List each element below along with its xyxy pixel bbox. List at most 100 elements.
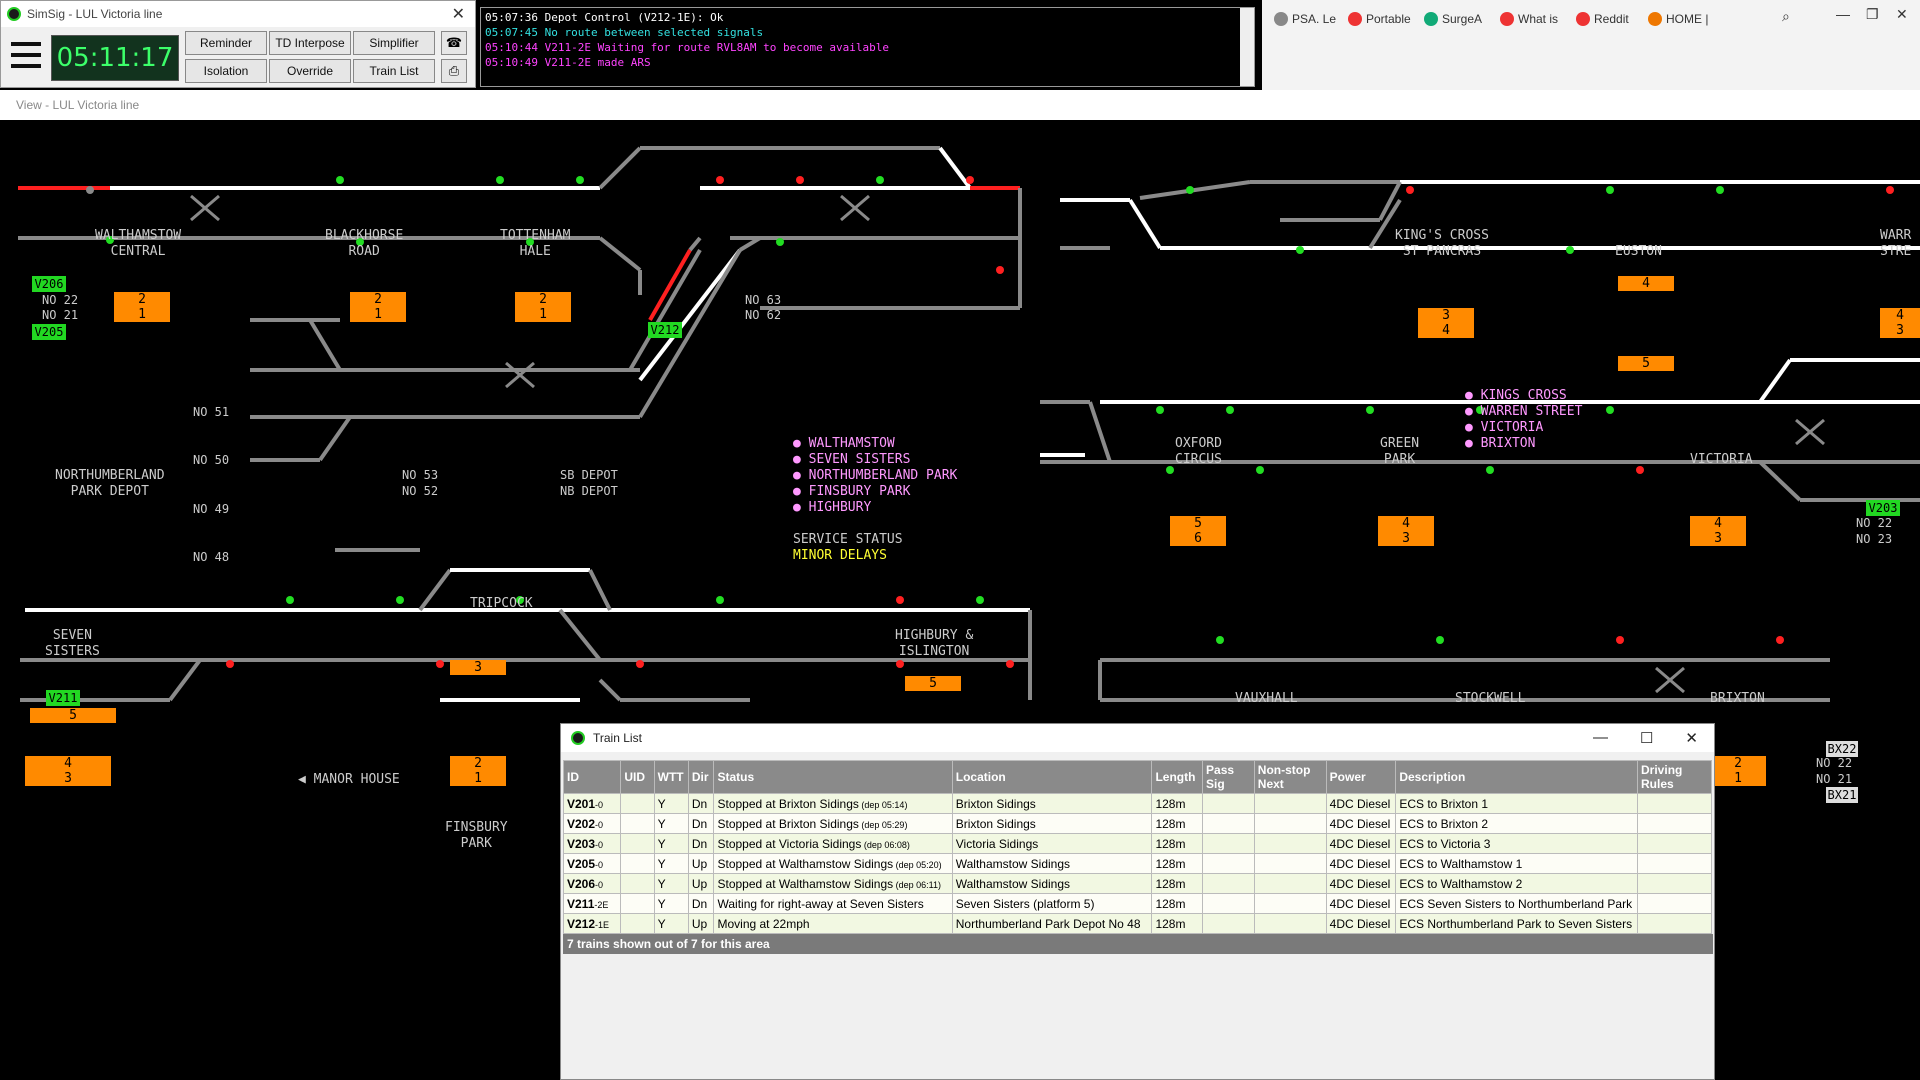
column-header[interactable]: Non-stop Next [1253, 760, 1327, 794]
close-icon[interactable]: ✕ [1685, 730, 1698, 747]
browser-tab[interactable]: What is [1500, 8, 1558, 30]
track-segment[interactable] [738, 236, 762, 252]
signal-icon[interactable] [1636, 466, 1644, 474]
signal-icon[interactable] [1486, 466, 1494, 474]
signal-icon[interactable] [106, 236, 114, 244]
hamburger-menu-button[interactable] [7, 35, 45, 79]
browser-tab[interactable]: PSA. Le [1274, 8, 1336, 30]
track-diagram[interactable] [0, 120, 1920, 1080]
points-cross[interactable] [190, 194, 220, 222]
column-header[interactable]: WTT [653, 760, 689, 794]
signal-icon[interactable] [576, 176, 584, 184]
signal-icon[interactable] [966, 176, 974, 184]
close-icon[interactable]: ✕ [451, 6, 465, 23]
signal-icon[interactable] [1716, 186, 1724, 194]
isolation-button[interactable]: Isolation [185, 59, 267, 83]
track-segment[interactable] [688, 236, 702, 252]
signal-icon[interactable] [286, 596, 294, 604]
restore-icon[interactable]: ❐ [1866, 6, 1879, 22]
signal-icon[interactable] [226, 660, 234, 668]
column-header[interactable]: Driving Rules [1637, 760, 1712, 794]
track-segment[interactable] [1139, 180, 1251, 200]
signal-icon[interactable] [1566, 246, 1574, 254]
track-segment[interactable] [1758, 358, 1792, 404]
column-header[interactable]: Status [713, 760, 953, 794]
column-header[interactable]: UID [620, 760, 655, 794]
track-segment[interactable] [558, 608, 602, 662]
signal-icon[interactable] [496, 176, 504, 184]
signal-icon[interactable] [1606, 406, 1614, 414]
berth-box[interactable]: 5 [30, 708, 116, 723]
signal-icon[interactable] [716, 176, 724, 184]
reminder-button[interactable]: Reminder [185, 31, 267, 55]
signal-icon[interactable] [356, 238, 364, 246]
berth-box[interactable]: 5 [905, 676, 961, 691]
signal-icon[interactable] [516, 596, 524, 604]
signal-icon[interactable] [436, 660, 444, 668]
column-header[interactable]: Location [951, 760, 1153, 794]
signal-icon[interactable] [1886, 186, 1894, 194]
berth-box[interactable]: 5 [1618, 356, 1674, 371]
signal-icon[interactable] [1156, 406, 1164, 414]
signal-icon[interactable] [1606, 186, 1614, 194]
signal-icon[interactable] [1216, 636, 1224, 644]
track-segment[interactable] [938, 146, 972, 190]
points-cross[interactable] [505, 361, 535, 389]
signal-icon[interactable] [1006, 660, 1014, 668]
minimize-icon[interactable]: — [1836, 6, 1850, 22]
signal-icon[interactable] [1256, 466, 1264, 474]
override-button[interactable]: Override [269, 59, 351, 83]
browser-tab[interactable]: Portable [1348, 8, 1411, 30]
track-segment[interactable] [1368, 198, 1402, 250]
track-segment[interactable] [168, 658, 202, 702]
signal-icon[interactable] [1166, 466, 1174, 474]
signal-icon[interactable] [636, 660, 644, 668]
signal-icon[interactable] [796, 176, 804, 184]
train-describer[interactable]: V211 [46, 690, 80, 706]
column-header[interactable]: Pass Sig [1202, 760, 1255, 794]
train-list-button[interactable]: Train List [353, 59, 435, 83]
berth-box[interactable]: 3 [450, 660, 506, 675]
simplifier-button[interactable]: Simplifier [353, 31, 435, 55]
points-cross[interactable] [840, 194, 870, 222]
track-segment[interactable] [598, 236, 642, 272]
track-segment[interactable] [1128, 198, 1162, 250]
column-header[interactable]: Length [1151, 760, 1204, 794]
signal-icon[interactable] [896, 660, 904, 668]
printer-icon[interactable]: ⎙ [441, 59, 467, 83]
minimize-icon[interactable]: — [1592, 729, 1608, 746]
train-describer[interactable]: V206 [32, 276, 66, 292]
train-describer[interactable]: V203 [1866, 500, 1900, 516]
column-header[interactable]: Power [1325, 760, 1397, 794]
track-segment[interactable] [1378, 181, 1402, 221]
signal-icon[interactable] [976, 596, 984, 604]
search-icon[interactable]: ⌕ [1782, 8, 1790, 24]
track-segment[interactable] [1088, 401, 1112, 463]
berth-box[interactable]: 4 [1618, 276, 1674, 291]
signal-icon[interactable] [776, 238, 784, 246]
track-segment[interactable] [308, 318, 342, 372]
signal-icon[interactable] [996, 266, 1004, 274]
signal-icon[interactable] [876, 176, 884, 184]
signal-icon[interactable] [1406, 186, 1414, 194]
signal-icon[interactable] [1366, 406, 1374, 414]
track-segment[interactable] [588, 569, 612, 611]
signal-icon[interactable] [716, 596, 724, 604]
track-segment[interactable] [598, 678, 622, 702]
signal-icon[interactable] [896, 596, 904, 604]
track-segment[interactable] [418, 568, 452, 612]
